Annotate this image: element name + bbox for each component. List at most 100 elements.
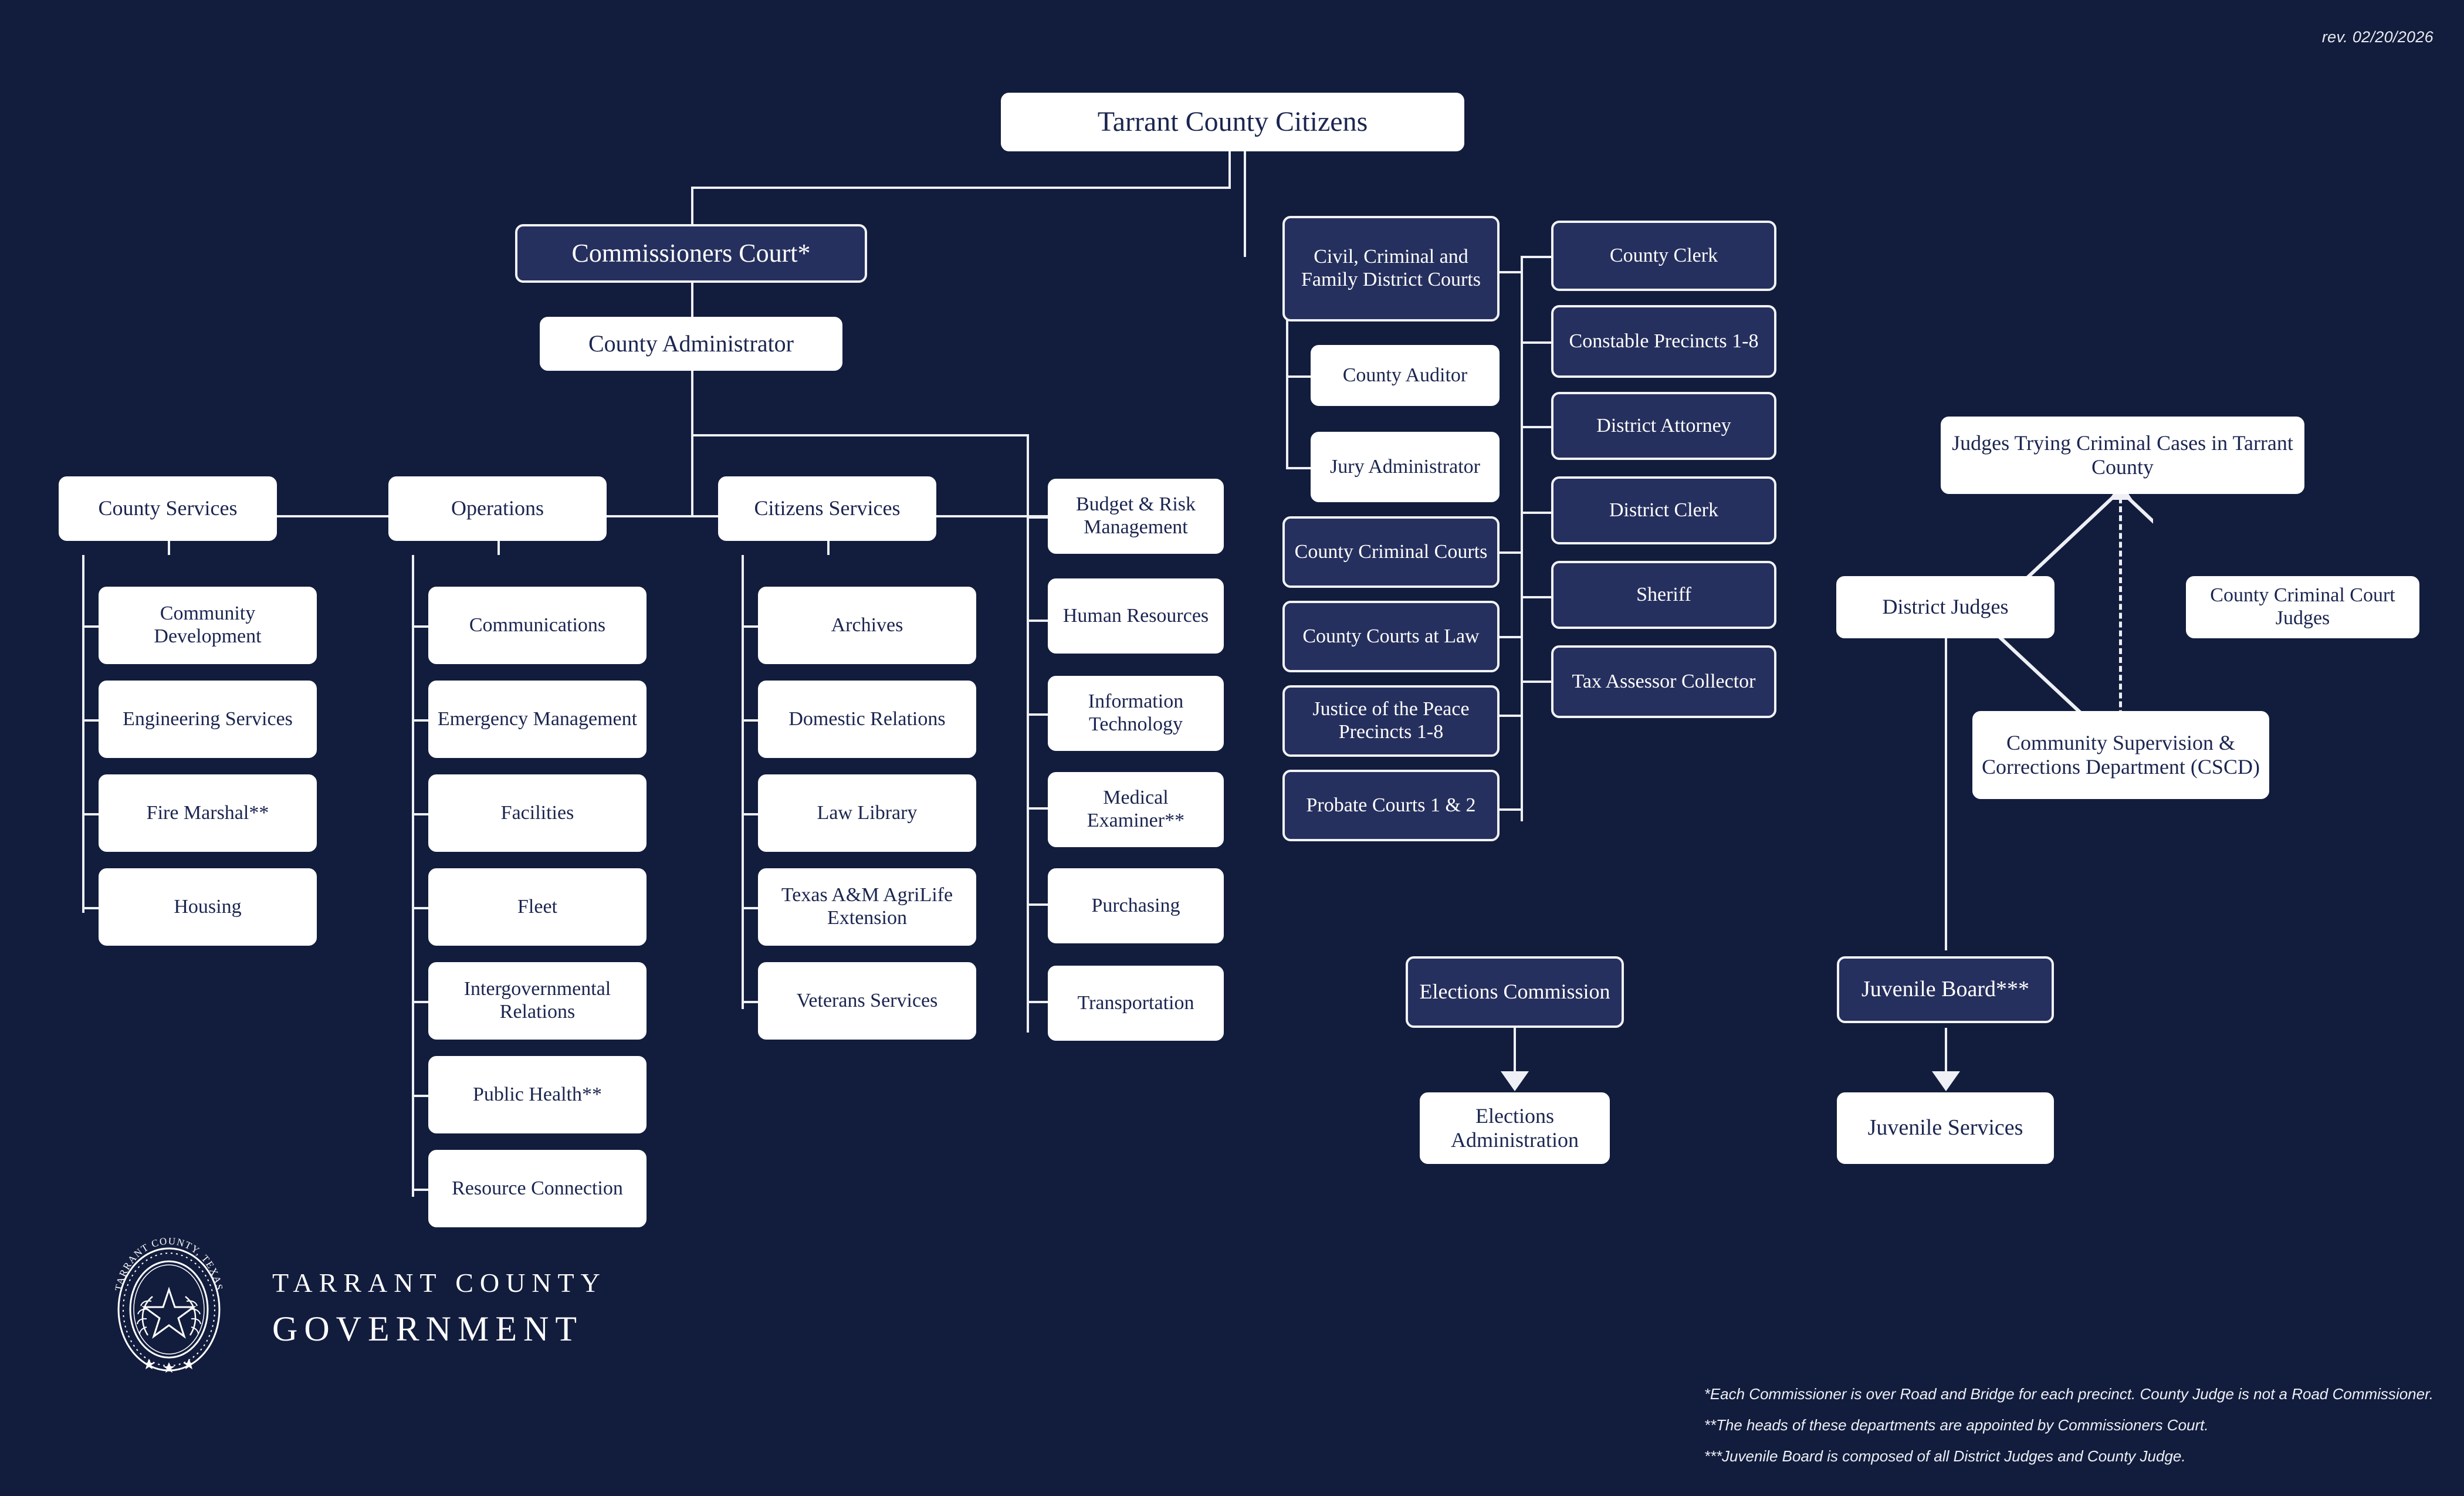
box-district-attorney[interactable]: District Attorney bbox=[1551, 392, 1776, 460]
box-fleet[interactable]: Fleet bbox=[428, 868, 647, 946]
connector-cz-child-1 bbox=[742, 625, 759, 628]
box-operations[interactable]: Operations bbox=[388, 476, 607, 541]
box-public-health[interactable]: Public Health** bbox=[428, 1056, 647, 1133]
connector-cs-child-3 bbox=[82, 813, 100, 815]
connector-dc-children-spine bbox=[1286, 311, 1288, 469]
box-engineering-services[interactable]: Engineering Services bbox=[99, 681, 317, 758]
footnote-2: **The heads of these departments are app… bbox=[1704, 1416, 2209, 1434]
connector-ad-child-1 bbox=[1027, 516, 1048, 519]
box-justice-of-the-peace[interactable]: Justice of the Peace Precincts 1-8 bbox=[1282, 685, 1500, 757]
connector-court-stub-5 bbox=[1497, 808, 1523, 811]
connector-op-child-2 bbox=[412, 719, 429, 722]
box-information-technology[interactable]: Information Technology bbox=[1048, 676, 1224, 751]
connector-root-right-stub bbox=[1244, 149, 1246, 189]
box-budget-risk-management[interactable]: Budget & Risk Management bbox=[1048, 479, 1224, 554]
arrow-juvenile bbox=[1932, 1071, 1960, 1091]
connector-cs-child-4 bbox=[82, 907, 100, 909]
connector-elections-stem bbox=[1514, 1028, 1516, 1078]
box-county-auditor[interactable]: County Auditor bbox=[1311, 345, 1500, 406]
box-cscd[interactable]: Community Supervision & Corrections Depa… bbox=[1972, 711, 2269, 799]
connector-court-stub-1 bbox=[1497, 271, 1523, 273]
box-constable-precincts[interactable]: Constable Precincts 1-8 bbox=[1551, 305, 1776, 378]
box-juvenile-board[interactable]: Juvenile Board*** bbox=[1837, 956, 2054, 1023]
box-district-clerk[interactable]: District Clerk bbox=[1551, 476, 1776, 544]
box-texas-am-agrilife-extension[interactable]: Texas A&M AgriLife Extension bbox=[758, 868, 976, 946]
connector-admin-drop bbox=[691, 368, 693, 434]
connector-cscd-dashed bbox=[2119, 497, 2122, 743]
connector-cz-child-4 bbox=[742, 907, 759, 909]
connector-court-stub-4 bbox=[1497, 715, 1523, 717]
box-domestic-relations[interactable]: Domestic Relations bbox=[758, 681, 976, 758]
box-citizens-services[interactable]: Citizens Services bbox=[718, 476, 936, 541]
box-county-criminal-courts[interactable]: County Criminal Courts bbox=[1282, 516, 1500, 588]
connector-court-to-admin bbox=[691, 282, 693, 320]
connector-county-services-spine bbox=[82, 555, 84, 913]
connector-root-left-stub bbox=[1228, 149, 1231, 189]
box-county-clerk[interactable]: County Clerk bbox=[1551, 221, 1776, 291]
box-commissioners-court[interactable]: Commissioners Court* bbox=[515, 224, 867, 283]
box-resource-connection[interactable]: Resource Connection bbox=[428, 1150, 647, 1227]
connector-dc-child-1 bbox=[1286, 375, 1312, 378]
wordmark: TARRANT COUNTY GOVERNMENT bbox=[272, 1267, 607, 1349]
footnote-3: ***Juvenile Board is composed of all Dis… bbox=[1704, 1447, 2186, 1465]
connector-court-stub-3 bbox=[1497, 636, 1523, 638]
box-archives[interactable]: Archives bbox=[758, 587, 976, 664]
connector-ad-child-2 bbox=[1027, 620, 1048, 622]
box-law-library[interactable]: Law Library bbox=[758, 774, 976, 852]
box-district-courts[interactable]: Civil, Criminal and Family District Cour… bbox=[1282, 216, 1500, 321]
connector-admin-bar-left bbox=[168, 515, 1109, 517]
connector-op-child-7 bbox=[412, 1189, 429, 1191]
box-county-courts-at-law[interactable]: County Courts at Law bbox=[1282, 601, 1500, 672]
wordmark-line-1: TARRANT COUNTY bbox=[272, 1268, 607, 1298]
box-community-development[interactable]: Community Development bbox=[99, 587, 317, 664]
box-county-criminal-court-judges[interactable]: County Criminal Court Judges bbox=[2186, 576, 2419, 638]
wordmark-line-2: GOVERNMENT bbox=[272, 1309, 583, 1348]
box-county-services[interactable]: County Services bbox=[59, 476, 277, 541]
box-transportation[interactable]: Transportation bbox=[1048, 966, 1224, 1041]
connector-ad-child-3 bbox=[1027, 713, 1048, 716]
box-county-administrator[interactable]: County Administrator bbox=[540, 317, 842, 371]
box-intergovernmental-relations[interactable]: Intergovernmental Relations bbox=[428, 962, 647, 1040]
connector-admin-bar-right bbox=[691, 434, 1029, 436]
box-juvenile-services[interactable]: Juvenile Services bbox=[1837, 1092, 2054, 1164]
connector-eo-stub-5 bbox=[1521, 596, 1551, 598]
connector-ad-child-6 bbox=[1027, 1001, 1048, 1003]
box-medical-examiner[interactable]: Medical Examiner** bbox=[1048, 772, 1224, 847]
connector-court-stub-2 bbox=[1497, 551, 1523, 554]
box-tarrant-county-citizens[interactable]: Tarrant County Citizens bbox=[1001, 93, 1464, 151]
connector-citizens-spine bbox=[742, 555, 744, 1009]
box-human-resources[interactable]: Human Resources bbox=[1048, 578, 1224, 654]
box-purchasing[interactable]: Purchasing bbox=[1048, 868, 1224, 943]
box-emergency-management[interactable]: Emergency Management bbox=[428, 681, 647, 758]
connector-admin-dept-spine bbox=[1027, 434, 1029, 1033]
box-tax-assessor-collector[interactable]: Tax Assessor Collector bbox=[1551, 645, 1776, 718]
connector-citizens-courts-spine bbox=[1521, 257, 1523, 821]
connector-eo-stub-6 bbox=[1521, 681, 1551, 683]
box-probate-courts[interactable]: Probate Courts 1 & 2 bbox=[1282, 770, 1500, 841]
box-communications[interactable]: Communications bbox=[428, 587, 647, 664]
connector-eo-stub-1 bbox=[1521, 256, 1551, 258]
box-jury-administrator[interactable]: Jury Administrator bbox=[1311, 432, 1500, 502]
footnotes: *Each Commissioner is over Road and Brid… bbox=[1704, 1385, 2433, 1465]
box-veterans-services[interactable]: Veterans Services bbox=[758, 962, 976, 1040]
connector-eo-stub-2 bbox=[1521, 341, 1551, 344]
connector-cs-child-1 bbox=[82, 625, 100, 628]
box-housing[interactable]: Housing bbox=[99, 868, 317, 946]
box-judges-trying-criminal-cases[interactable]: Judges Trying Criminal Cases in Tarrant … bbox=[1941, 417, 2304, 494]
connector-cz-child-3 bbox=[742, 813, 759, 815]
footnote-1: *Each Commissioner is over Road and Brid… bbox=[1704, 1385, 2433, 1403]
box-elections-administration[interactable]: Elections Administration bbox=[1420, 1092, 1610, 1164]
box-district-judges[interactable]: District Judges bbox=[1836, 576, 2055, 638]
box-sheriff[interactable]: Sheriff bbox=[1551, 561, 1776, 629]
connector-root-to-courts bbox=[1244, 187, 1246, 257]
box-fire-marshal[interactable]: Fire Marshal** bbox=[99, 774, 317, 852]
connector-op-child-3 bbox=[412, 813, 429, 815]
connector-district-judges-to-juvenile bbox=[1945, 634, 1947, 950]
connector-admin-drop2 bbox=[691, 434, 693, 516]
box-elections-commission[interactable]: Elections Commission bbox=[1406, 956, 1624, 1028]
connector-op-child-5 bbox=[412, 1001, 429, 1003]
connector-op-child-1 bbox=[412, 625, 429, 628]
box-facilities[interactable]: Facilities bbox=[428, 774, 647, 852]
revision-date: rev. 02/20/2026 bbox=[2321, 28, 2433, 46]
